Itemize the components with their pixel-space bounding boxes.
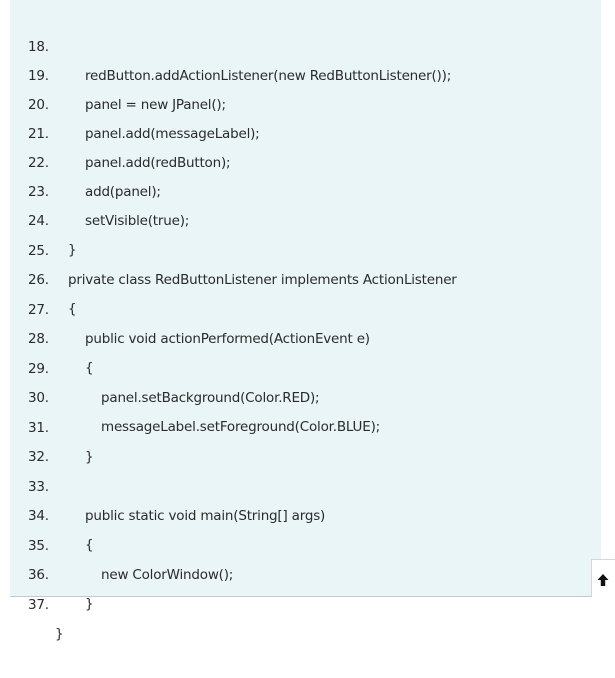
line-code: messageLabel.setForeground(Color.BLUE); bbox=[101, 419, 380, 435]
line-number: 37. bbox=[28, 597, 49, 613]
line-number: 34. bbox=[28, 508, 49, 524]
line-code: { bbox=[68, 301, 77, 317]
code-line: 31. } bbox=[10, 385, 94, 465]
line-number: 26. bbox=[28, 272, 49, 288]
code-line: 26. { bbox=[10, 237, 77, 317]
code-line: 25. private class RedButtonListener impl… bbox=[10, 208, 457, 288]
line-number: 28. bbox=[28, 331, 49, 347]
line-number: 19. bbox=[28, 68, 49, 84]
line-code: new ColorWindow(); bbox=[101, 567, 234, 583]
code-line: 22. add(panel); bbox=[10, 120, 161, 200]
line-number: 31. bbox=[28, 420, 49, 436]
code-line: 29. panel.setBackground(Color.RED); bbox=[10, 326, 320, 406]
line-number: 30. bbox=[28, 390, 49, 406]
line-code: public void actionPerformed(ActionEvent … bbox=[85, 331, 370, 347]
line-code: panel.add(redButton); bbox=[85, 155, 231, 171]
line-number: 23. bbox=[28, 184, 49, 200]
line-number: 24. bbox=[28, 213, 49, 229]
line-number: 29. bbox=[28, 361, 49, 377]
line-code: private class RedButtonListener implemen… bbox=[68, 272, 457, 288]
line-code: add(panel); bbox=[85, 184, 161, 200]
line-number: 35. bbox=[28, 538, 49, 554]
line-code: panel = new JPanel(); bbox=[85, 97, 226, 113]
code-line: 19. panel = new JPanel(); bbox=[10, 33, 226, 113]
line-code: } bbox=[68, 242, 77, 258]
line-number: 18. bbox=[28, 39, 49, 55]
line-number: 21. bbox=[28, 126, 49, 142]
line-code: panel.setBackground(Color.RED); bbox=[101, 390, 320, 406]
line-number: 22. bbox=[28, 155, 49, 171]
line-code: { bbox=[85, 360, 94, 376]
code-line: 33. public static void main(String[] arg… bbox=[10, 444, 325, 524]
code-line: 35. new ColorWindow(); bbox=[10, 503, 233, 583]
scroll-to-top-button[interactable] bbox=[591, 559, 615, 597]
line-number: 32. bbox=[28, 449, 49, 465]
line-number: 36. bbox=[28, 567, 49, 583]
line-number: 27. bbox=[28, 302, 49, 318]
line-code: setVisible(true); bbox=[85, 213, 190, 229]
code-line: 23. setVisible(true); bbox=[10, 149, 189, 229]
code-line: 37. } bbox=[10, 562, 64, 642]
code-line: 36. } bbox=[10, 532, 94, 612]
line-code: } bbox=[85, 596, 94, 612]
code-line: 20. panel.add(messageLabel); bbox=[10, 62, 260, 142]
line-code: } bbox=[85, 449, 94, 465]
line-number: 25. bbox=[28, 243, 49, 259]
arrow-up-icon bbox=[597, 574, 609, 586]
line-code: redButton.addActionListener(new RedButto… bbox=[85, 68, 452, 84]
line-code: { bbox=[85, 537, 94, 553]
code-line: 30. messageLabel.setForeground(Color.BLU… bbox=[10, 355, 380, 435]
line-code: } bbox=[55, 626, 64, 642]
code-line: 21. panel.add(redButton); bbox=[10, 91, 231, 171]
code-line: 28. { bbox=[10, 296, 94, 376]
code-line: 32. bbox=[10, 414, 49, 465]
line-code: panel.add(messageLabel); bbox=[85, 126, 260, 142]
line-number: 33. bbox=[28, 479, 49, 495]
code-line: 24. } bbox=[10, 178, 77, 258]
code-listing: 18. redButton.addActionListener(new RedB… bbox=[10, 0, 601, 642]
code-line: 34. { bbox=[10, 473, 94, 553]
code-line: 27. public void actionPerformed(ActionEv… bbox=[10, 267, 370, 347]
line-code: public static void main(String[] args) bbox=[85, 508, 326, 524]
code-line: 18. redButton.addActionListener(new RedB… bbox=[10, 4, 451, 84]
line-number: 20. bbox=[28, 97, 49, 113]
